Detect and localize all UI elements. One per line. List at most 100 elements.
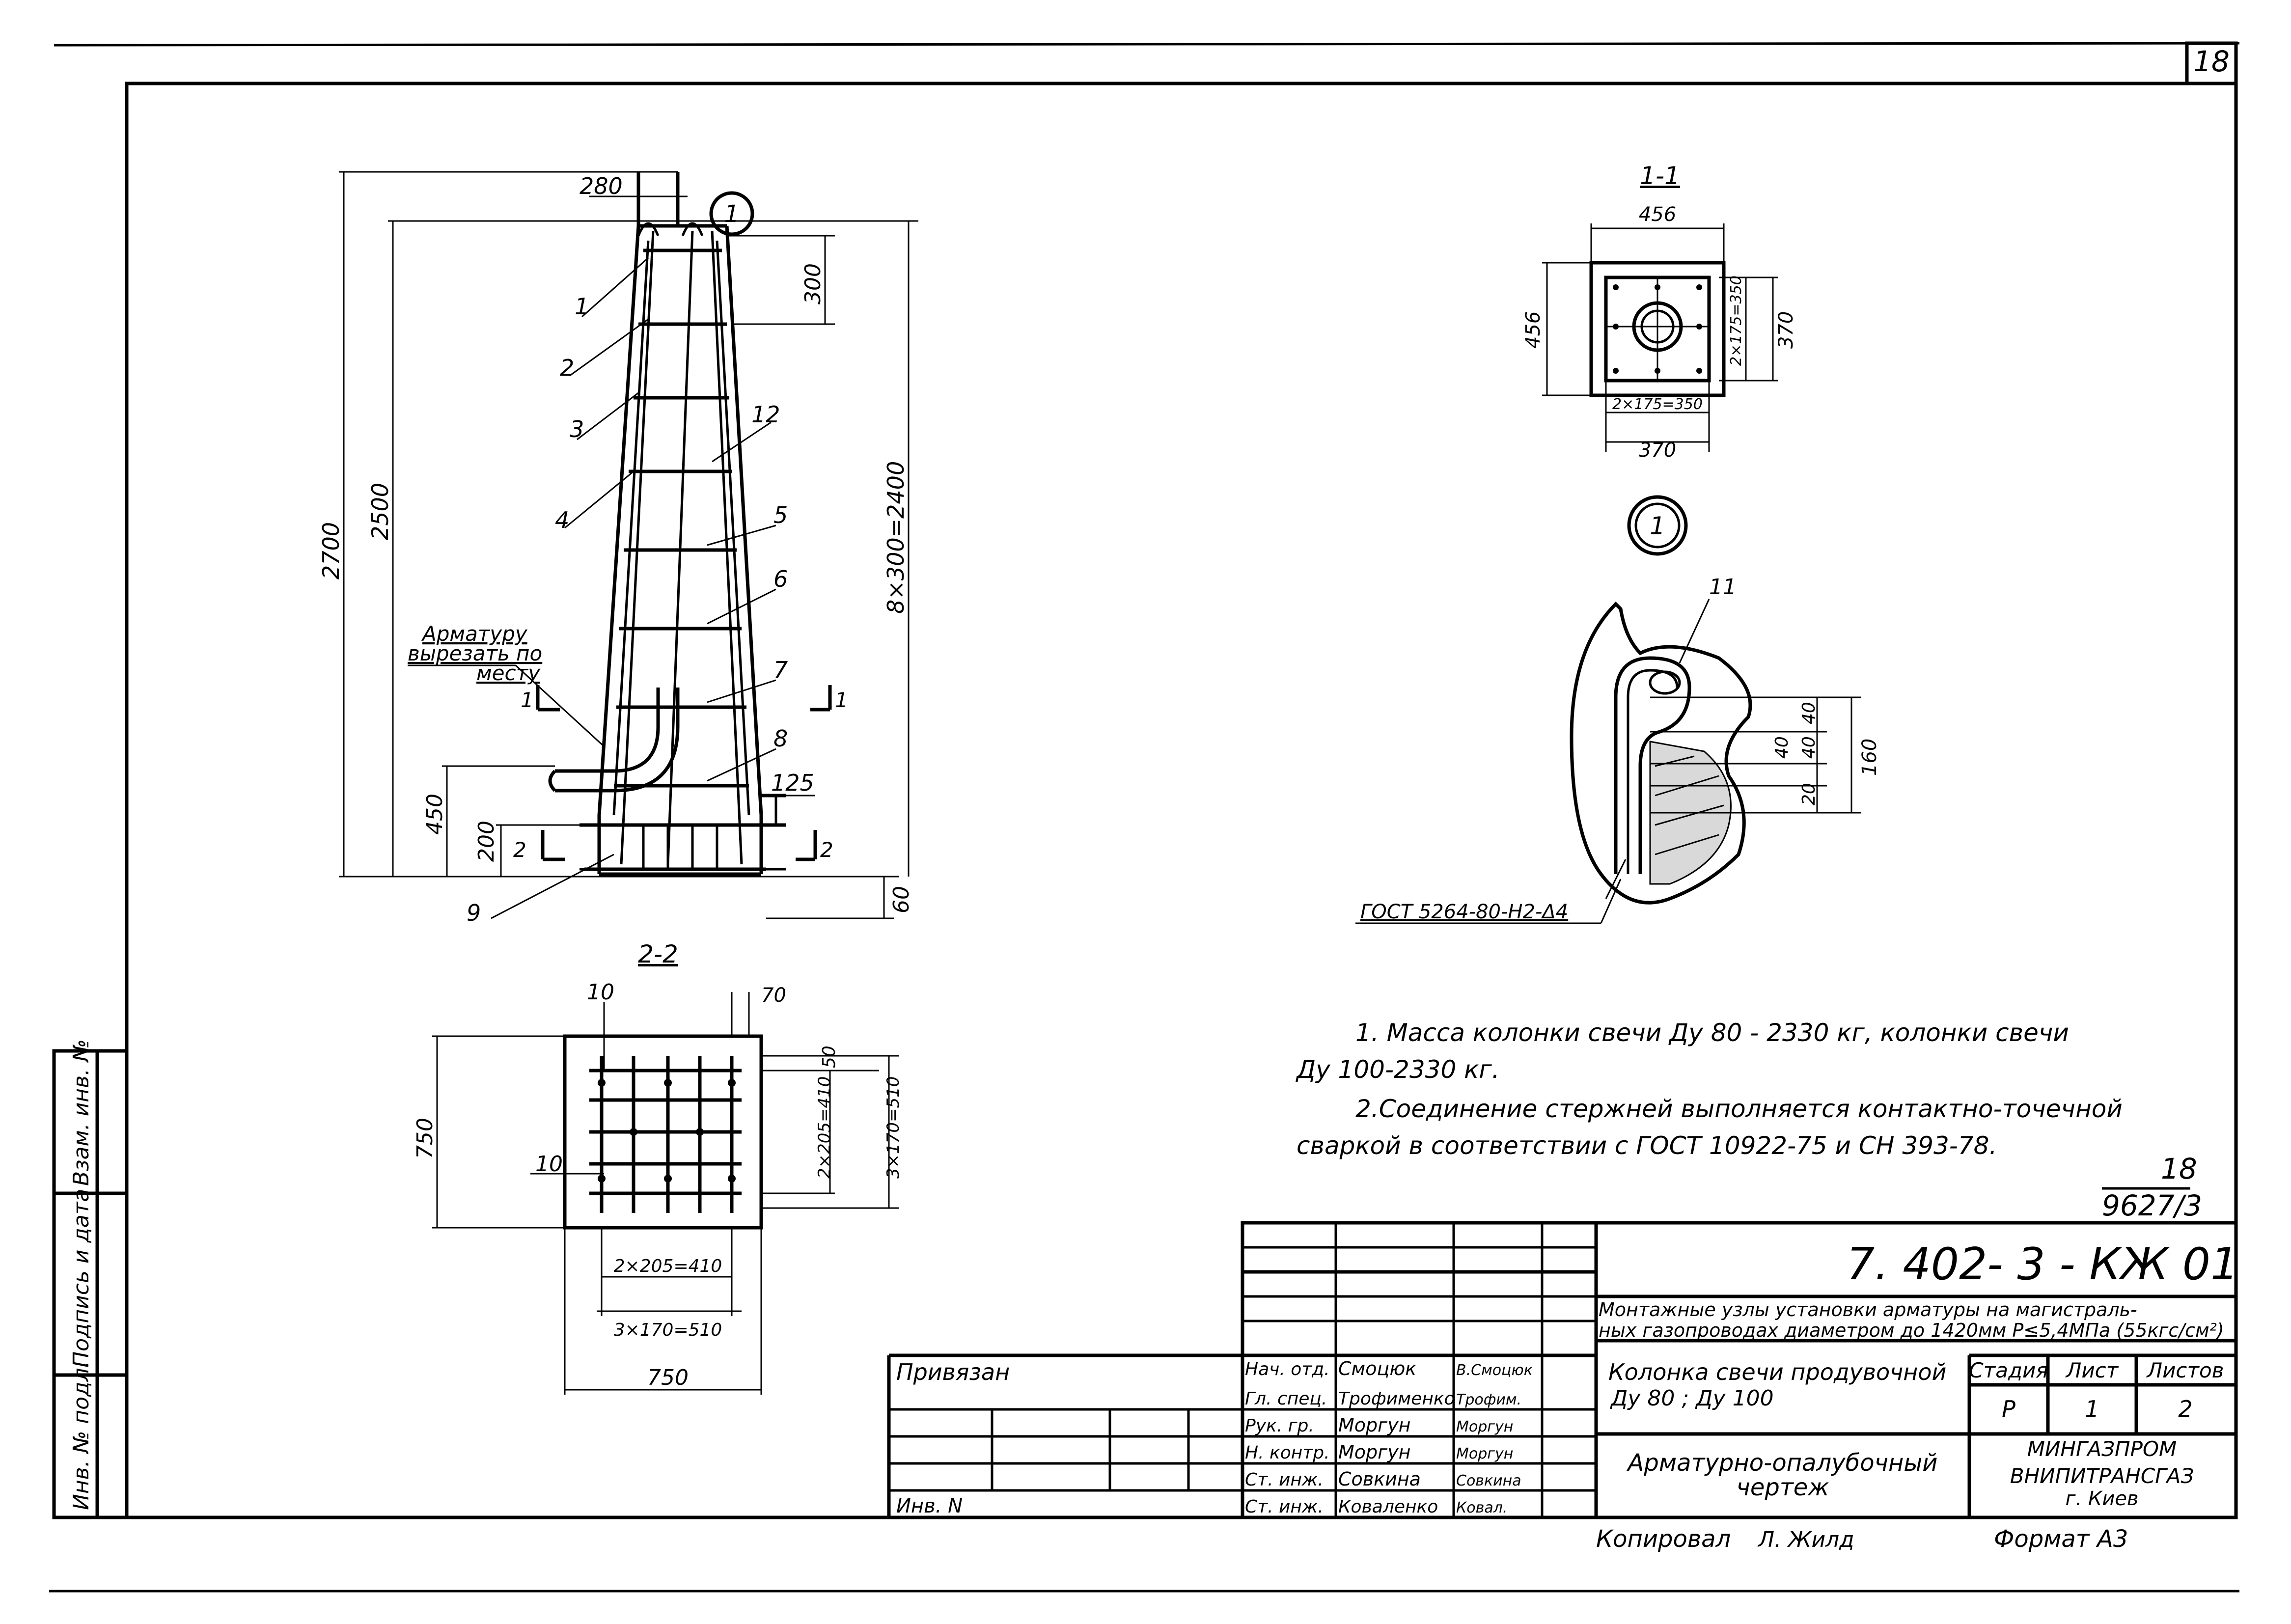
name-0: Смоцюк xyxy=(1338,1358,1416,1379)
cut-note-line1: Арматуру xyxy=(421,622,528,646)
pos-label-3: 3 xyxy=(570,416,584,442)
stamp-code: 9627/3 xyxy=(2102,1189,2202,1222)
page-number: 18 xyxy=(2193,45,2230,78)
name-1: Трофименко xyxy=(1338,1389,1455,1409)
format-label: Формат А3 xyxy=(1994,1525,2128,1553)
name-2: Моргун xyxy=(1338,1414,1410,1436)
s11-dim-right: 370 xyxy=(1775,311,1797,349)
signature-1: Трофим. xyxy=(1456,1391,1521,1408)
dim-280: 280 xyxy=(580,173,623,199)
node-1-dim-160: 160 xyxy=(1858,739,1881,776)
note-line-3: 2.Соединение стержней выполняется контак… xyxy=(1355,1095,2123,1123)
role-1: Гл. спец. xyxy=(1245,1389,1327,1409)
section-2-left: 2 xyxy=(513,838,526,862)
s11-dim-right-inner: 2×175=350 xyxy=(1728,275,1745,366)
side-stamp-vzam-inv: Взам. инв. № xyxy=(69,1039,94,1186)
section-11-title: 1-1 xyxy=(1640,162,1680,190)
s22-pos-10-left: 10 xyxy=(535,1152,563,1177)
cut-note-line3: месту xyxy=(476,661,541,685)
signature-0: В.Смоцюк xyxy=(1456,1362,1533,1379)
s22-dim-right-outer: 3×170=510 xyxy=(883,1076,903,1179)
note-line-1: 1. Масса колонки свечи Ду 80 - 2330 кг, … xyxy=(1355,1018,2069,1047)
sheets-value: 2 xyxy=(2178,1396,2192,1422)
org-line-1: МИНГАЗПРОМ xyxy=(2027,1437,2177,1461)
org-line-2: ВНИПИТРАНСГАЗ xyxy=(2010,1464,2194,1488)
kopiroval-label: Копировал xyxy=(1596,1525,1731,1553)
node-1-dim-40b: 40 xyxy=(1799,736,1819,759)
dim-300: 300 xyxy=(800,263,826,304)
stage-value: Р xyxy=(2002,1396,2015,1422)
note-line-2: Ду 100-2330 кг. xyxy=(1296,1055,1500,1084)
pos-label-7: 7 xyxy=(773,657,788,683)
weld-label: ГОСТ 5264-80-Н2-Δ4 xyxy=(1360,901,1568,923)
stamp-number: 18 xyxy=(2161,1152,2197,1185)
dim-450: 450 xyxy=(422,794,447,835)
pos-label-9: 9 xyxy=(467,900,481,926)
role-2: Рук. гр. xyxy=(1245,1416,1314,1436)
project-line-1: Монтажные узлы установки арматуры на маг… xyxy=(1599,1299,2137,1321)
s11-dim-bottom-inner: 2×175=350 xyxy=(1612,396,1703,413)
node-1-dim-40c: 40 xyxy=(1772,736,1792,759)
s11-dim-top: 456 xyxy=(1639,203,1676,226)
signature-4: Совкина xyxy=(1456,1472,1521,1489)
name-4: Совкина xyxy=(1338,1468,1421,1490)
role-4: Ст. инж. xyxy=(1245,1470,1324,1490)
dim-8x300: 8×300=2400 xyxy=(883,461,909,614)
drawing-line-1: Арматурно-опалубочный xyxy=(1627,1449,1938,1477)
section-2-right: 2 xyxy=(820,838,833,862)
pos-label-6: 6 xyxy=(773,566,788,592)
object-line-2: Ду 80 ; Ду 100 xyxy=(1610,1386,1774,1411)
position-leaders xyxy=(491,257,776,919)
dim-60: 60 xyxy=(889,886,914,913)
pos-label-12: 12 xyxy=(751,401,780,428)
inv-n-label: Инв. N xyxy=(896,1495,963,1517)
s22-dim-right-inner: 2×205=410 xyxy=(815,1076,834,1179)
s22-dim-750-bottom: 750 xyxy=(647,1365,689,1390)
stage-header: Стадия xyxy=(1969,1358,2048,1382)
dim-125: 125 xyxy=(771,770,814,796)
section-1-left: 1 xyxy=(521,688,534,712)
name-5: Коваленко xyxy=(1338,1497,1438,1517)
note-line-4: сваркой в соответствии с ГОСТ 10922-75 и… xyxy=(1297,1131,1997,1160)
node-marker-circle xyxy=(709,191,754,236)
drawing-line-2: чертеж xyxy=(1736,1474,1829,1501)
sheets-header: Листов xyxy=(2146,1358,2224,1382)
s22-dim-bottom-inner: 2×205=410 xyxy=(614,1256,722,1276)
cut-note-line2: вырезать по xyxy=(408,641,542,665)
sheet-header: Лист xyxy=(2065,1358,2119,1382)
node-1-dim-20: 20 xyxy=(1799,783,1819,805)
dim-2700: 2700 xyxy=(318,522,344,579)
pos-label-5: 5 xyxy=(773,502,788,528)
role-0: Нач. отд. xyxy=(1245,1359,1330,1379)
pos-label-1: 1 xyxy=(575,293,589,320)
signature-5: Ковал. xyxy=(1456,1499,1507,1516)
section-11-drawing xyxy=(1542,223,1778,452)
object-line-1: Колонка свечи продувочной xyxy=(1608,1359,1946,1385)
doc-code: 7. 402- 3 - КЖ 01 xyxy=(1847,1239,2238,1290)
project-line-2: ных газопроводах диаметром до 1420мм Р≤5… xyxy=(1599,1320,2224,1341)
dim-200: 200 xyxy=(474,821,499,862)
section-1-right: 1 xyxy=(835,688,848,712)
side-stamp-podpis: Подпись и дата xyxy=(69,1189,94,1368)
section-22-title: 2-2 xyxy=(638,940,678,968)
node-1-outer-circle xyxy=(1627,495,1688,556)
title-block-grid xyxy=(887,1221,2238,1519)
node-1-inner-circle xyxy=(1634,502,1681,549)
sheet-value: 1 xyxy=(2085,1396,2099,1422)
org-line-3: г. Киев xyxy=(2065,1487,2138,1510)
node-1-detail xyxy=(1355,599,1861,924)
column-elevation xyxy=(548,172,786,876)
kopiroval-sign: Л. Жилд xyxy=(1757,1527,1854,1552)
node-1-label: 1 xyxy=(1650,512,1665,540)
pos-label-2: 2 xyxy=(560,355,574,381)
signature-2: Моргун xyxy=(1456,1418,1513,1435)
pos-label-4: 4 xyxy=(555,507,569,533)
role-3: Н. контр. xyxy=(1245,1443,1330,1463)
role-5: Ст. инж. xyxy=(1245,1497,1324,1517)
privyazan-label: Привязан xyxy=(896,1359,1010,1385)
s22-dim-70: 70 xyxy=(761,984,786,1007)
main-dimensions xyxy=(339,171,918,919)
s22-pos-10-top: 10 xyxy=(587,980,614,1005)
side-stamp xyxy=(52,1049,129,1519)
